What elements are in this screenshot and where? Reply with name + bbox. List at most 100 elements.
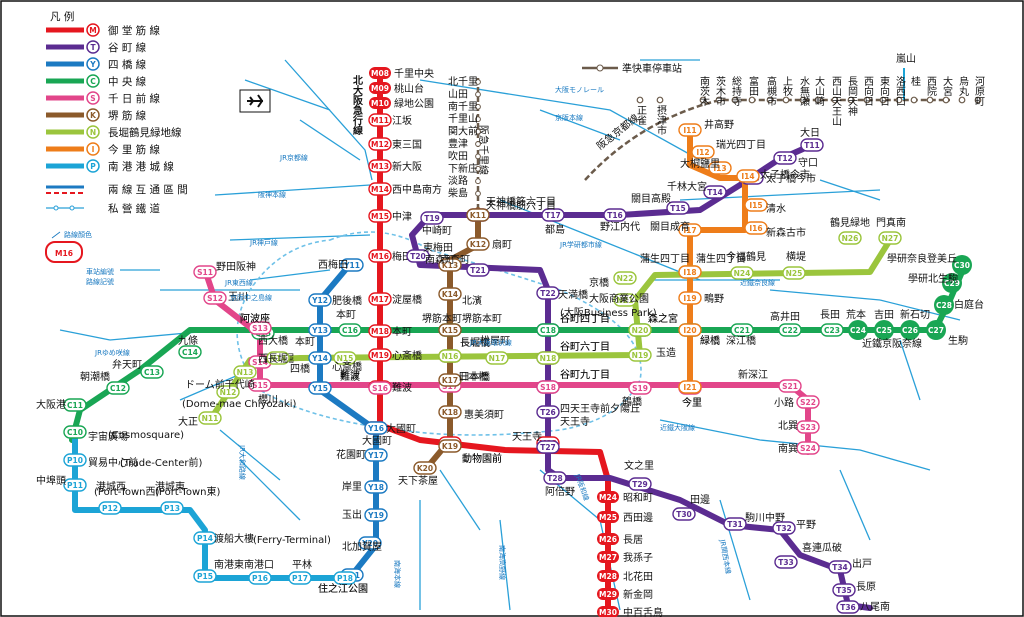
- station-code: Y14: [311, 354, 328, 363]
- station-code: N22: [617, 274, 634, 283]
- legend-line-name: 御 堂 筋 線: [108, 24, 161, 37]
- station-badge: [628, 477, 652, 491]
- station-code: S14: [252, 358, 268, 367]
- station-code: T12: [777, 154, 793, 163]
- station-name: 鴫野: [704, 292, 724, 305]
- station-name: 平林: [292, 558, 312, 571]
- station-name: 谷町六丁目: [560, 341, 610, 353]
- station-name: 新深江: [738, 368, 768, 381]
- yotsubashi-line: [317, 259, 379, 578]
- station-badge: [368, 209, 392, 223]
- station-name: 大日: [800, 126, 820, 139]
- station-code: T14: [707, 188, 723, 197]
- station-name: 渡船大樓: [214, 532, 254, 545]
- station-code: M14: [371, 185, 389, 194]
- rail-station-dot: [475, 91, 481, 98]
- station-badge: [420, 211, 444, 225]
- station-name: 西田邊: [623, 511, 653, 524]
- station-name: 高井田: [770, 310, 800, 323]
- station-badge: [774, 555, 798, 569]
- rail-station-label: 下新庄: [448, 162, 478, 175]
- rail-station-label: 柴島: [448, 187, 468, 200]
- station-name: 關目成育: [650, 220, 690, 233]
- legend-letter: P: [90, 162, 96, 171]
- legend-line-name: 長堀鶴見緑地線: [108, 126, 182, 139]
- station-badge: [368, 159, 392, 173]
- rail-station-label: 南千里: [448, 100, 478, 113]
- station-name: 井高野: [704, 118, 734, 131]
- station-badge: [952, 255, 972, 275]
- rail-station-dot: [974, 96, 982, 104]
- station-code: I14: [741, 172, 754, 181]
- station-badge: [536, 380, 560, 394]
- trade-center-label: (Trade-Center前): [120, 456, 203, 469]
- station-name: 我孫子: [623, 552, 653, 564]
- express-legend: 準快車停車站: [582, 62, 682, 75]
- station-badge: [836, 600, 860, 614]
- station-name: 九條: [178, 334, 198, 347]
- legend-through-label: 兩 線 互 通 區 間: [108, 183, 188, 196]
- station-name: 生駒: [948, 334, 968, 347]
- station-code: T17: [545, 211, 561, 220]
- station-badge: [178, 345, 202, 359]
- station-code: M08: [371, 69, 389, 78]
- rail-station-label: 水無瀬: [798, 76, 810, 107]
- svg-text:JR東西線: JR東西線: [224, 278, 253, 287]
- station-name: 朝潮橋: [80, 370, 110, 383]
- legend-mark: [86, 91, 100, 105]
- station-badge: [628, 323, 652, 337]
- station-name: 動物園前: [462, 452, 502, 465]
- rail-station-dot: [475, 165, 481, 172]
- station-name: 大國町: [386, 422, 416, 435]
- rail-station-dot: [475, 103, 481, 110]
- station-code: M24: [599, 493, 617, 502]
- rail-station-label: 大宮: [941, 75, 953, 97]
- rail-station-label: 正雀: [635, 105, 647, 126]
- station-name: 清水: [766, 202, 786, 215]
- svg-text:JR神戸線: JR神戸線: [249, 238, 278, 247]
- station-badge: [678, 265, 702, 279]
- station-name: 北巽: [778, 420, 798, 432]
- station-name: 心斎橋: [332, 360, 362, 373]
- station-code: T21: [470, 266, 486, 275]
- station-code: T36: [840, 603, 856, 612]
- station-code: S15: [252, 381, 268, 390]
- station-badge: [358, 536, 382, 550]
- station-name: 中崎町: [422, 224, 452, 237]
- station-name: 日本橋: [460, 370, 490, 383]
- station-name: 江坂: [392, 115, 412, 127]
- station-code: S18: [540, 383, 556, 392]
- station-name: 四橋: [290, 362, 310, 375]
- station-code: N20: [632, 326, 649, 335]
- svg-text:近鐵奈良線: 近鐵奈良線: [740, 278, 775, 287]
- legend-mark: [86, 125, 100, 139]
- station-name: 四天王寺前夕陽丘: [560, 402, 640, 415]
- station-code: T29: [632, 480, 648, 489]
- station-code: I12: [696, 148, 709, 157]
- station-name: 出戸: [852, 557, 872, 570]
- station-badge: [926, 320, 946, 340]
- rail-station-label: 摂津市: [655, 104, 667, 136]
- station-code: M11: [371, 116, 389, 125]
- station-badge: [63, 425, 87, 439]
- legend-mark: [86, 23, 100, 37]
- station-code: T33: [778, 558, 794, 567]
- hankyu-kyoto-line: [584, 98, 950, 181]
- station-name: 東三国: [392, 138, 422, 151]
- station-code: M15: [371, 212, 389, 221]
- station-badge: [203, 291, 227, 305]
- station-code: K18: [442, 408, 458, 417]
- station-name: 南巽: [778, 442, 798, 455]
- station-name: 中埠頭: [36, 474, 66, 487]
- station-name: 天王寺: [512, 431, 542, 443]
- station-badge: [466, 208, 490, 222]
- station-badge: [597, 606, 619, 617]
- station-code: N14: [270, 354, 287, 363]
- station-code: P12: [102, 504, 118, 513]
- station-badge: [333, 351, 357, 365]
- rail-station-label: 西山天王山: [830, 76, 842, 126]
- station-badge: [597, 533, 619, 545]
- station-code: N27: [882, 234, 899, 243]
- rail-labels: 大阪モノレール JR京都線 阪神本線 JR神戸線 JR東西線 JRゆめ咲線 JR…: [94, 85, 775, 588]
